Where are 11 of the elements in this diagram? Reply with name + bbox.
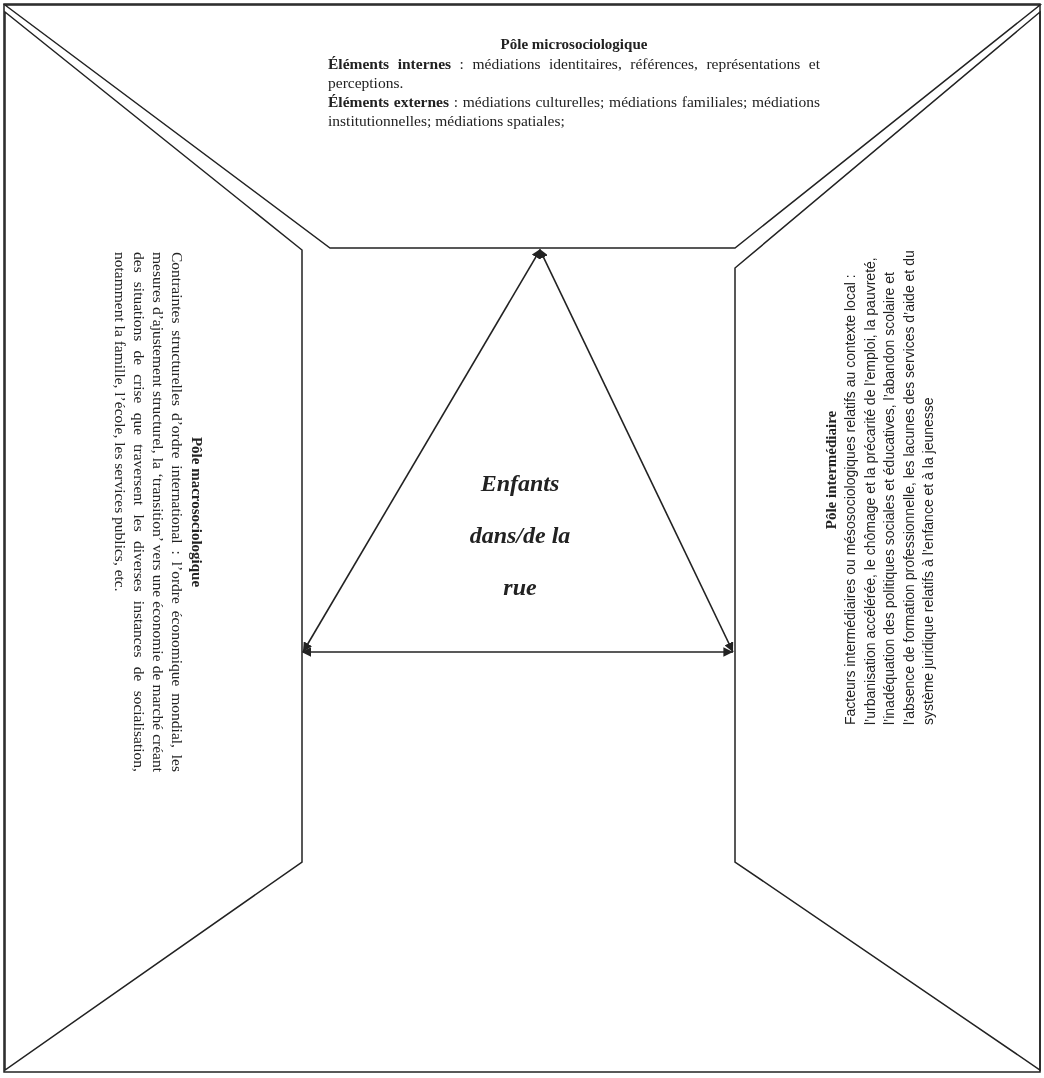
pole-description: Facteurs intermédiaires ou mésosociologiques relatifs au contexte local : l’urbanisation accélérée, le chômage et la précarité de l’emploi, la pauvreté, l’inadéquation des politiques sociales et éducatives, l’abandon scolaire et l’absence de formation professionnelle, les lacunes des services d’aide et du système juridique relatifs à l’enfance et à la jeunesse: [840, 249, 937, 725]
pole-heading: Pôle macrosociologique: [187, 435, 206, 590]
pole-description: Éléments externes : médiations culturelles; médiations familiales; médiations institutionnelles; médiations spatiales;: [328, 92, 820, 130]
double-arrow: [302, 248, 541, 653]
pole-heading: Pôle intermédiaire: [821, 409, 840, 532]
pole-heading: Pôle microsociologique: [499, 35, 649, 54]
double-arrow: [301, 647, 734, 657]
pole-description: Éléments internes : médiations identitaires, références, représentations et perceptions.: [328, 54, 820, 92]
pole-description: Contraintes structurelles d’ordre international : l’ordre économique mondial, les mesures d’ajustement structurel, la ‘transition’ vers une économie de marché créant des situations de crise que traversent les diverses instances de socialisation, notamment la famille, l’école, les services publics, etc.: [110, 252, 187, 772]
double-arrow: [539, 248, 734, 653]
center-label: Enfants dans/de la rue: [440, 455, 600, 615]
